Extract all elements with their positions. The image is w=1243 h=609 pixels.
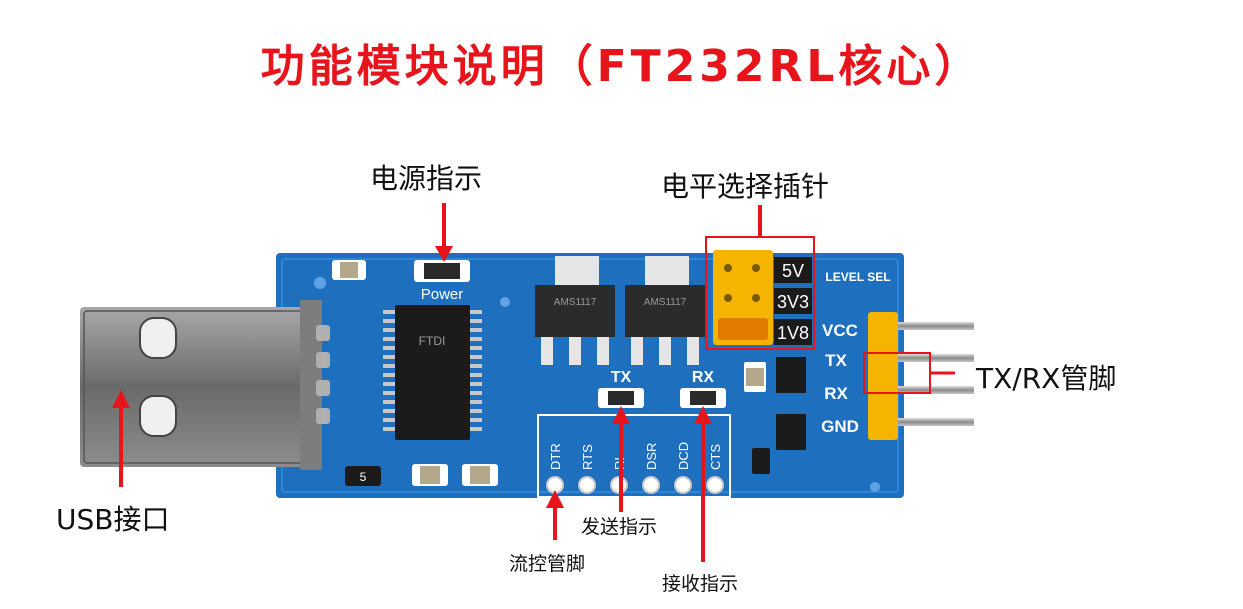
chip-pin xyxy=(470,319,482,323)
chip-text: FTDI xyxy=(419,334,446,348)
power-indicator-label: 电源指示 xyxy=(370,162,483,195)
chip-pin xyxy=(383,355,395,359)
level-select-pins-label: 电平选择插针 xyxy=(661,170,830,203)
flow-control-block: DTRRTSRIDSRDCDCTS xyxy=(537,414,731,498)
arrow-flow xyxy=(546,490,564,540)
chip-pin xyxy=(470,400,482,404)
ft232rl-chip: FTDI xyxy=(383,305,482,440)
flow-pin-hole xyxy=(578,476,596,494)
chip-pin xyxy=(383,382,395,386)
chip-pin xyxy=(470,346,482,350)
arrow-usb xyxy=(112,390,130,487)
txrx-pins-label: TX/RX管脚 xyxy=(976,362,1117,395)
arrow-power xyxy=(435,203,453,262)
chip-pin xyxy=(383,418,395,422)
tx-indicator-label: 发送指示 xyxy=(581,516,658,538)
chip-pin xyxy=(470,328,482,332)
chip-pin xyxy=(383,310,395,314)
chip-pin xyxy=(383,364,395,368)
chip-pin xyxy=(383,328,395,332)
tx-led: TX xyxy=(598,369,644,408)
level-3v3: 3V3 xyxy=(777,292,809,312)
flow-pin-hole xyxy=(642,476,660,494)
chip-pin xyxy=(383,400,395,404)
regulator-1: AMS1117 xyxy=(535,256,615,365)
pin-header: VCC TX RX GND xyxy=(821,312,974,440)
flow-pin-dcd: DCD xyxy=(676,442,691,470)
power-label: Power xyxy=(421,286,464,303)
flow-pin-hole xyxy=(706,476,724,494)
level-1v8: 1V8 xyxy=(777,323,809,343)
power-led: Power xyxy=(414,260,470,303)
pin-rx: RX xyxy=(824,384,848,403)
arrow-rx xyxy=(694,406,712,562)
flow-pin-cts: CTS xyxy=(708,444,723,470)
chip-pin xyxy=(383,346,395,350)
chip-pin xyxy=(383,427,395,431)
chip-pin xyxy=(470,373,482,377)
chip-pin xyxy=(470,382,482,386)
chip-pin xyxy=(383,409,395,413)
chip-pin xyxy=(470,355,482,359)
regulator-2: AMS1117 xyxy=(625,256,705,365)
chip-pin xyxy=(470,409,482,413)
resistor-code: 5 xyxy=(360,470,367,484)
tx-led-label: TX xyxy=(611,369,632,386)
regulator-2-text: AMS1117 xyxy=(644,297,687,308)
pin-gnd: GND xyxy=(821,417,859,436)
flow-pin-dsr: DSR xyxy=(644,443,659,470)
chip-pin xyxy=(470,427,482,431)
chip-pin xyxy=(383,319,395,323)
chip-pin xyxy=(470,337,482,341)
rx-led-label: RX xyxy=(692,369,715,386)
regulator-1-text: AMS1117 xyxy=(554,297,597,308)
flow-pin-hole xyxy=(674,476,692,494)
flow-pin-dtr: DTR xyxy=(548,443,563,470)
rx-led: RX xyxy=(680,369,726,408)
level-5v: 5V xyxy=(782,261,804,281)
flow-control-pins-label: 流控管脚 xyxy=(509,553,586,575)
rx-indicator-label: 接收指示 xyxy=(662,573,739,595)
arrow-tx xyxy=(612,406,630,512)
usb-port-label: USB接口 xyxy=(56,503,170,536)
chip-pin xyxy=(383,373,395,377)
pin-vcc: VCC xyxy=(822,321,858,340)
flow-pin-rts: RTS xyxy=(580,444,595,470)
level-sel-label: LEVEL SEL xyxy=(825,270,890,284)
chip-pin xyxy=(383,337,395,341)
usb-connector xyxy=(80,300,330,470)
chip-pin xyxy=(383,391,395,395)
chip-pin xyxy=(470,391,482,395)
page-title: 功能模块说明（FT232RL核心） xyxy=(260,41,983,92)
level-labels: 5V 3V3 1V8 xyxy=(774,257,812,345)
pin-tx: TX xyxy=(825,351,847,370)
chip-pin xyxy=(470,364,482,368)
chip-pin xyxy=(470,418,482,422)
chip-pin xyxy=(470,310,482,314)
